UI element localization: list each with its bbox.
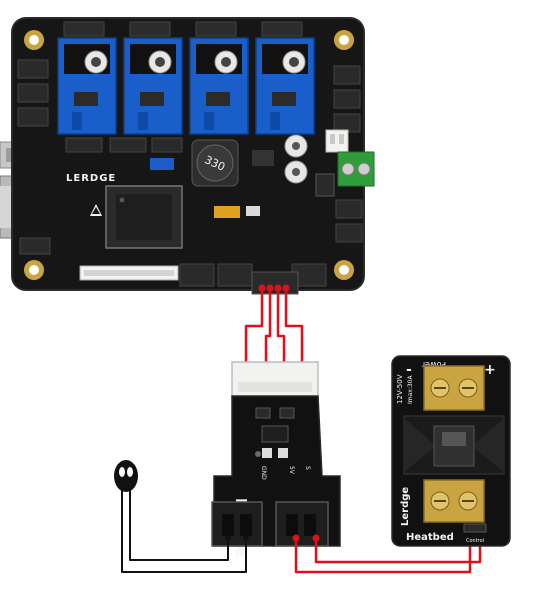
stepper-drivers [57, 37, 315, 135]
mainboard-signal-header [251, 271, 299, 295]
thermistor-wire-1 [121, 490, 247, 573]
heatbed-label: Heatbed [406, 532, 454, 543]
current-label: Imax:30A [407, 375, 414, 404]
left-headers [17, 59, 51, 255]
control-pins [463, 523, 487, 533]
wire-4 [284, 286, 304, 372]
microcontroller-chip [105, 185, 183, 249]
mainboard-brand: LERDGE [66, 173, 116, 184]
control-wire-1 [294, 530, 472, 574]
thermistor-wires [121, 490, 247, 573]
small-blue-chip [150, 158, 174, 170]
thermistor-wire-2 [129, 490, 229, 561]
wire-2 [264, 286, 272, 372]
adapter-output-connector [275, 501, 329, 547]
bottom-headers [179, 263, 327, 287]
wire-3 [276, 286, 286, 372]
right-headers [333, 65, 363, 243]
stepper-driver-1 [57, 37, 117, 135]
thermistor-wire-dots [225, 535, 249, 541]
heatbed-module-brand: Lerdge [400, 487, 411, 526]
capacitors [214, 134, 335, 218]
adapter-board: Lerdge GND 5V S [211, 361, 341, 557]
heatbed-mosfet-module: - + Power 12V-50V Imax:30A [391, 355, 511, 547]
stepper-driver-4 [255, 37, 315, 135]
signal-wires-mainboard-to-adapter [244, 286, 304, 372]
mainboard: 330 LERDGE [0, 17, 375, 295]
thermistor-bead [114, 460, 138, 492]
stepper-driver-2 [123, 37, 183, 135]
inductor: 330 [191, 139, 239, 187]
adapter-pin-s: S [304, 466, 311, 470]
adapter-pin-gnd: GND [260, 466, 267, 480]
wire-1 [244, 286, 264, 372]
thermistor [114, 460, 138, 492]
power-input-terminal [325, 129, 375, 187]
adapter-input-connector [231, 361, 319, 399]
voltage-label: 12V-50V [396, 374, 404, 404]
mid-headers [65, 137, 183, 153]
adapter-pin-5v: 5V [288, 466, 295, 475]
mounting-holes [24, 30, 354, 280]
power-terminal [423, 365, 485, 411]
heatsink [403, 415, 505, 475]
power-label: Power [421, 360, 446, 369]
heatbed-output-terminal [423, 479, 485, 523]
polarity-plus: + [484, 362, 496, 378]
polarity-minus: - [406, 362, 412, 378]
top-headers [63, 21, 303, 37]
stepper-driver-3 [189, 37, 249, 135]
control-label: Control [466, 538, 484, 544]
adapter-thermistor-connector [211, 501, 263, 547]
